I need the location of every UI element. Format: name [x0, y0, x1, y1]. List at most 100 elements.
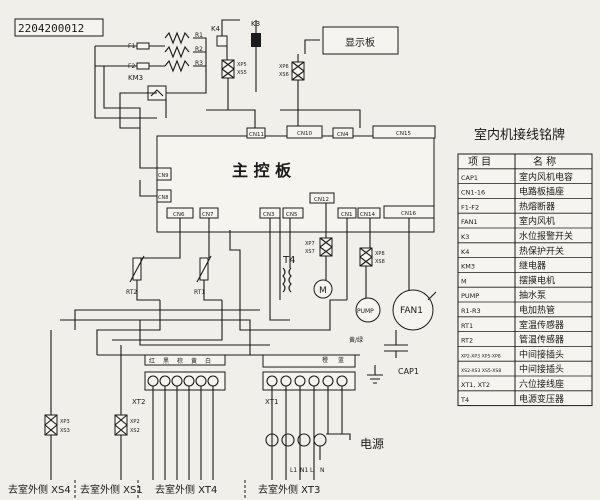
legend-name: 热熔断器 — [519, 200, 555, 212]
legend-name: 抽水泵 — [519, 289, 546, 301]
connector-cn5 — [282, 207, 304, 219]
plug-xp5 — [221, 59, 235, 79]
legend-code: PUMP — [461, 292, 479, 300]
motor-label: M — [319, 286, 327, 296]
legend-name: 室内风机电容 — [519, 171, 573, 183]
legend-name: 电源变压器 — [519, 393, 564, 405]
legend-code: M — [461, 277, 467, 285]
upper-wiring — [221, 19, 320, 128]
doc-number: 2204200012 — [18, 22, 84, 35]
heater-label: R3 — [195, 60, 203, 67]
power-label: 电源 — [360, 437, 384, 451]
plug-label: XS5 — [237, 70, 247, 76]
wire-color-label: 白 — [205, 357, 211, 365]
left-upper-wiring — [94, 46, 228, 169]
wire-color-label: 蓝 — [338, 356, 344, 364]
heater-r1 — [164, 31, 190, 45]
main-board-title: 主 控 板 — [232, 161, 292, 180]
legend-header-name: 名 称 — [533, 155, 556, 168]
pump — [355, 297, 381, 323]
sensor-label: RT1 — [194, 289, 205, 296]
wire-color-label: 橙 — [322, 356, 328, 364]
plug-xp3 — [44, 414, 58, 436]
relay-km3-label: KM3 — [128, 74, 143, 82]
plug-xp7 — [319, 237, 333, 257]
wire-color-label: 红 — [149, 357, 155, 365]
connector-label: CN9 — [158, 173, 168, 179]
connector-cn9 — [156, 167, 172, 181]
legend-name: 中间接插头 — [519, 363, 564, 375]
legend-name: 摆摸电机 — [519, 274, 555, 286]
legend-code: XT1, XT2 — [461, 381, 490, 389]
relay-contact — [150, 89, 164, 97]
legend-frame — [457, 153, 593, 407]
plug-label: XP5 — [237, 62, 247, 68]
signal-wiring — [229, 230, 347, 331]
legend-code: T4 — [460, 396, 469, 404]
connector-label: CN15 — [396, 131, 411, 137]
legend-code: R1-R3 — [461, 307, 481, 315]
misc-wiring — [139, 98, 361, 197]
heater-r2 — [164, 45, 190, 59]
legend-code: CAP1 — [461, 174, 478, 182]
connector-label: CN7 — [202, 212, 214, 218]
wire-color-label: 黄 — [191, 357, 197, 365]
transformer-t4 — [282, 267, 292, 293]
wire-color-label: 黑 — [163, 358, 169, 365]
transformer-label: T4 — [282, 255, 295, 266]
switch-k4 — [216, 35, 228, 47]
terminal-xt2-header — [144, 354, 226, 366]
heater-label: R2 — [195, 46, 203, 53]
plug-xp6 — [291, 61, 305, 81]
display-board — [322, 26, 399, 55]
connector-label: CN12 — [314, 197, 329, 203]
sensor-rt2-arrow — [129, 255, 145, 283]
outdoor-label: 去室外侧 XS1 — [80, 483, 143, 496]
heater-bus — [193, 37, 207, 80]
outdoor-wiring-left — [50, 330, 214, 480]
connector-cn4 — [332, 127, 354, 139]
connector-cn14 — [357, 207, 381, 219]
legend-name: 电路板插座 — [519, 186, 564, 198]
swing-motor — [313, 279, 333, 299]
legend-code: F1-F2 — [461, 203, 479, 211]
plug-xp3-mark — [44, 414, 58, 436]
plug-xp8 — [359, 247, 373, 267]
connector-cn11 — [246, 127, 266, 139]
fuse-f1 — [136, 42, 150, 50]
legend-code: K4 — [461, 248, 469, 256]
capacitor — [384, 330, 408, 358]
middle-wiring — [136, 203, 410, 321]
lower-bus-wiring — [96, 300, 360, 356]
legend-name: 室温传感器 — [519, 319, 564, 331]
plug-label: XS7 — [305, 249, 315, 255]
heater-r3 — [164, 59, 190, 73]
legend-code: XS2-XS3 XS5-XS8 — [461, 368, 501, 374]
connector-label: CN4 — [337, 132, 349, 138]
plug-label: XP6 — [279, 64, 289, 70]
k4-label: K4 — [211, 25, 221, 33]
connector-label: CN10 — [297, 131, 312, 137]
plug-label: XP3 — [60, 419, 70, 425]
fan-motor — [392, 289, 434, 331]
terminal-xt1-header — [262, 354, 356, 368]
connector-cn15 — [372, 125, 436, 139]
legend-name: 水位报警开关 — [519, 230, 573, 242]
plug-label: XS3 — [60, 428, 70, 434]
terminal-xt3 — [265, 433, 327, 447]
fuse-wires — [95, 45, 165, 67]
plug-label: XP7 — [305, 241, 315, 247]
outdoor-label: 去室外侧 XS4 — [8, 483, 71, 496]
legend-code: XP2-XP3 XP5-XP8 — [461, 353, 501, 359]
legend-title: 室内机接线铭牌 — [474, 127, 565, 143]
fan-label: FAN1 — [400, 306, 423, 316]
heater-label: R1 — [195, 32, 203, 39]
terminal-xt1-screws — [266, 375, 348, 387]
xt3-terminal-label: N — [320, 467, 325, 474]
sensor-rt1-arrow — [196, 255, 212, 283]
legend-name: 六位接线座 — [519, 378, 564, 390]
legend-code: RT2 — [461, 337, 473, 345]
connector-label: CN6 — [173, 212, 185, 218]
